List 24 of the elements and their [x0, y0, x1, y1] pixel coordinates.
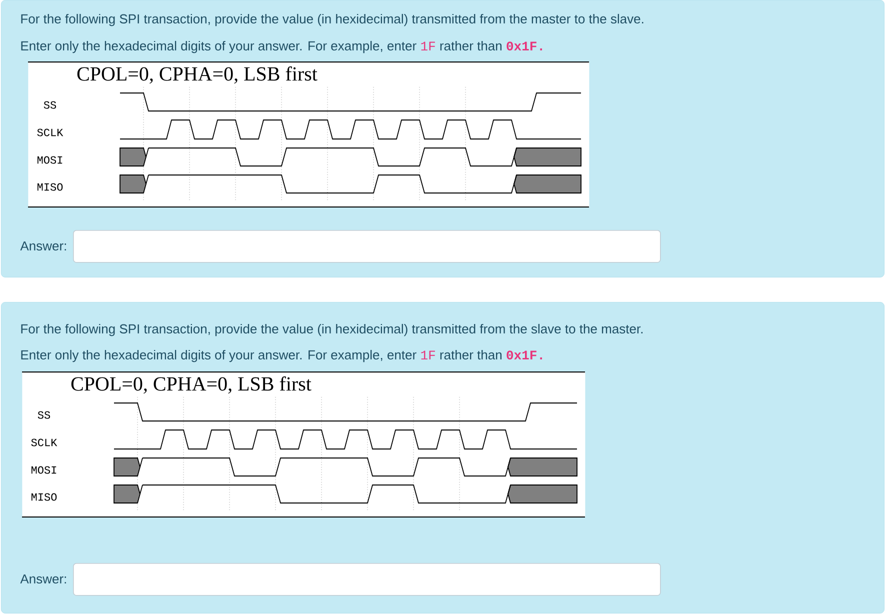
node-label: 0x1F.: [506, 350, 542, 360]
signal-label: MOSI: [38, 156, 62, 164]
answer-label: Answer:: [20, 241, 66, 251]
node-label: 1F: [421, 350, 435, 360]
signal-label: SS: [38, 411, 50, 419]
question-text: For the following SPI transaction, provide the value (in hexidecimal) transmitted from the master to the slave.: [21, 14, 644, 26]
waveform-heading: CPOL=0, CPHA=0, LSB first: [77, 66, 318, 84]
node-label: Enter only the hexadecimal digits of your answer. For example, enter: [21, 350, 416, 362]
signal-label: SCLK: [31, 438, 58, 446]
question-text: Enter only the hexadecimal digits of your answer. For example, enter 1F rather than 0x1F.: [21, 350, 542, 362]
question-text: For the following SPI transaction, provide the value (in hexidecimal) transmitted from the slave to the master.: [21, 324, 643, 336]
signal-label: SS: [44, 101, 56, 109]
question-text: Enter only the hexadecimal digits of your answer. For example, enter 1F rather than 0x1F.: [21, 40, 542, 54]
signal-label: MOSI: [32, 466, 56, 474]
node-label: 0x1F.: [506, 42, 542, 50]
signal-label: MISO: [32, 493, 57, 501]
node-label: rather than: [440, 40, 502, 50]
signal-label: MISO: [38, 183, 63, 191]
node-label: 1F: [421, 42, 435, 50]
waveform-heading: CPOL=0, CPHA=0, LSB first: [71, 376, 312, 394]
signal-label: SCLK: [37, 128, 64, 136]
answer-label: Answer:: [20, 574, 66, 584]
node-label: Enter only the hexadecimal digits of your answer. For example, enter: [21, 40, 416, 54]
node-label: rather than: [440, 350, 502, 360]
